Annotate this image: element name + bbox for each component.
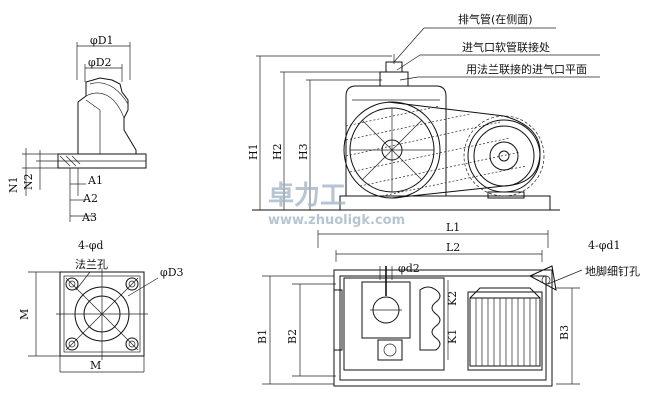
dim-B1: B1: [256, 329, 269, 344]
watermark-url: www.zhuoligk.com: [268, 213, 405, 228]
flange-top-view: 4-φd 法兰孔 φD3 M M: [18, 239, 184, 373]
label-flange-hole: 法兰孔: [75, 257, 108, 271]
dim-N1: N1: [7, 176, 20, 193]
dim-M-vertical: M: [18, 309, 31, 320]
dim-B2: B2: [286, 329, 299, 344]
dim-H1: H1: [247, 143, 260, 160]
watermark: 卓力工 www.zhuoligk.com: [268, 181, 405, 228]
dim-K1: K1: [446, 329, 459, 344]
dim-phi-D2: φD2: [88, 56, 112, 69]
dim-L1: L1: [446, 221, 460, 234]
label-4-phi-d1: 4-φd1: [588, 239, 620, 252]
dim-N2: N2: [22, 173, 35, 190]
watermark-cn: 卓力工: [268, 181, 346, 211]
dim-phi-D1: φD1: [90, 34, 114, 47]
dim-L2: L2: [446, 241, 460, 254]
dim-B3: B3: [558, 325, 571, 340]
label-exhaust-pipe: 排气管(在侧面): [458, 12, 533, 26]
pump-plan-view: L1 L2 B1 B2 φd2 K2 K1: [256, 221, 640, 387]
dim-H3: H3: [297, 143, 310, 160]
dim-A3: A3: [81, 211, 97, 224]
pump-elevation-view: 排气管(在侧面) 进气口软管联接处 用法兰联接的进气口平面 H1 H2 H3: [247, 12, 600, 211]
dim-A1: A1: [87, 174, 103, 187]
label-anchor-bolt-hole: 地脚细钉孔: [585, 264, 640, 278]
dim-M-horizontal: M: [90, 359, 101, 372]
dim-K2: K2: [446, 291, 459, 306]
dim-phi-D3: φD3: [160, 266, 184, 279]
dim-H2: H2: [271, 143, 284, 160]
dim-phi-d2: φd2: [398, 262, 420, 275]
label-4-phi-d: 4-φd: [78, 239, 103, 252]
flange-side-view: φD1 φD2 N1 N2 A1 A2 A3: [7, 34, 147, 224]
dim-A2: A2: [82, 192, 98, 205]
label-inlet-hose-joint: 进气口软管联接处: [462, 40, 550, 54]
label-inlet-flange-plane: 用法兰联接的进气口平面: [466, 62, 587, 76]
